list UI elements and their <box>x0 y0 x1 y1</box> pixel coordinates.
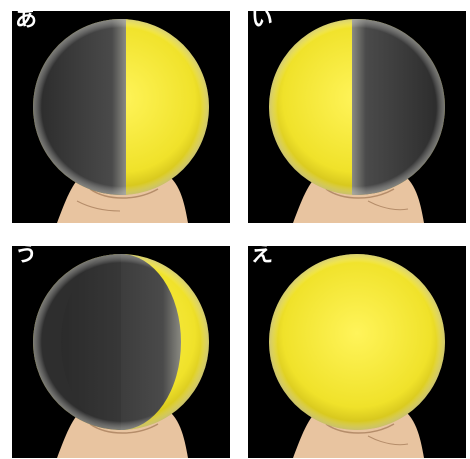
panel-label: う <box>15 246 37 266</box>
moon-model-illustration <box>248 11 466 223</box>
panel-label: あ <box>15 11 37 31</box>
panel-label: い <box>251 11 273 31</box>
moon-model-illustration <box>12 11 230 223</box>
panel-e: え <box>248 246 466 458</box>
panel-a: あ <box>12 11 230 223</box>
moon-model-illustration <box>248 246 466 458</box>
panel-label: え <box>251 246 273 266</box>
panel-u: う <box>12 246 230 458</box>
moon-model-illustration <box>12 246 230 458</box>
panel-i: い <box>248 11 466 223</box>
